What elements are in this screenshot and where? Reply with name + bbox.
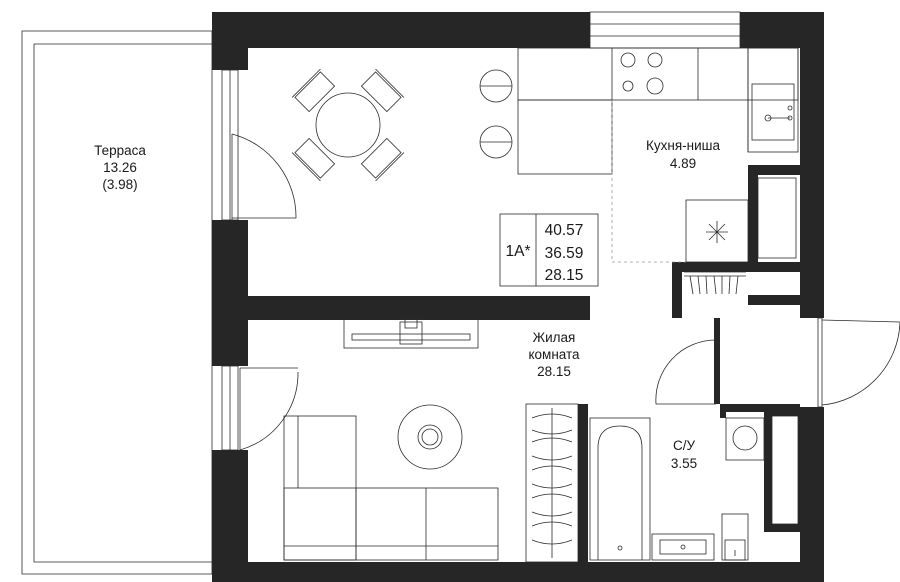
living-space: 36.59 (545, 245, 584, 262)
terrace-area: 13.26 (103, 160, 137, 175)
total-area: 40.57 (545, 222, 584, 239)
bathroom-fixtures (589, 417, 765, 561)
kitchen-label: Кухня-ниша 4.89 (646, 138, 720, 171)
kitchen-area: 4.89 (670, 156, 696, 171)
living-name-line1: Жилая (533, 330, 576, 345)
terrace-area-reduced: (3.98) (102, 177, 137, 192)
doors (231, 133, 900, 451)
living-label: Жилая комната 28.15 (528, 330, 580, 379)
terrace-name: Терраса (94, 143, 146, 158)
kitchen-name: Кухня-ниша (646, 138, 720, 153)
apartment-summary: 1А* 40.57 36.59 28.15 (499, 213, 599, 287)
living-furniture (283, 317, 579, 563)
terrace (21, 30, 213, 575)
terrace-label: Терраса 13.26 (3.98) (94, 143, 146, 192)
kitchen-furniture (517, 47, 799, 295)
living-name-line2: комната (528, 347, 580, 362)
bathroom-area: 3.55 (671, 456, 697, 471)
bathroom-name: С/У (673, 438, 696, 453)
windows (221, 11, 741, 451)
bathroom-label: С/У 3.55 (671, 438, 697, 471)
bar-stools (479, 69, 513, 159)
living-area-label: 28.15 (537, 364, 571, 379)
apartment-type: 1А* (506, 243, 531, 260)
dining-table (291, 68, 405, 182)
walls (212, 12, 824, 582)
living-area: 28.15 (545, 267, 584, 284)
